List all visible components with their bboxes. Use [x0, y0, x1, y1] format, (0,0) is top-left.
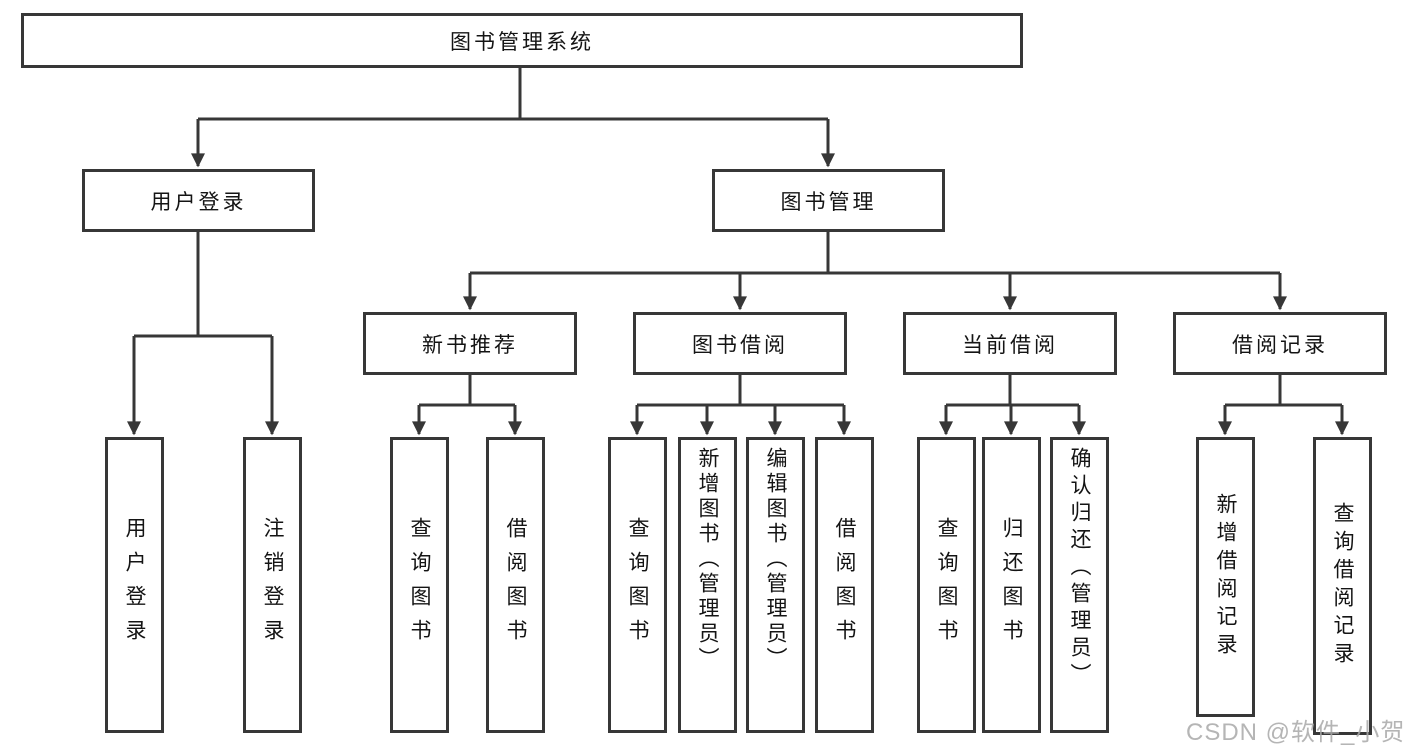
connector-book-borrow-children	[630, 375, 851, 436]
leaf-user-login-label: 用户登录	[123, 517, 146, 653]
leaf-query-books-recommend-label: 查询图书	[408, 517, 431, 653]
connector-root-to-level2	[191, 68, 835, 168]
connector-new-book-children	[412, 375, 522, 436]
node-root-system-label: 图书管理系统	[450, 30, 594, 54]
node-book-borrow: 图书借阅	[633, 312, 847, 375]
leaf-edit-books-admin-label: 编辑图书（管理员）	[764, 447, 787, 672]
node-new-book-recommend-label: 新书推荐	[422, 333, 518, 357]
leaf-logout: 注销登录	[243, 437, 302, 733]
connector-current-borrow-children	[939, 375, 1086, 436]
connector-book-mgmt-to-level3	[463, 232, 1287, 311]
leaf-query-borrow-record-label: 查询借阅记录	[1331, 502, 1354, 670]
connector-borrow-records-children	[1218, 375, 1349, 436]
leaf-edit-books-admin: 编辑图书（管理员）	[746, 437, 805, 733]
connector-user-login-children	[127, 232, 279, 436]
node-user-login-label: 用户登录	[150, 190, 247, 214]
leaf-query-books-borrow-label: 查询图书	[626, 517, 649, 653]
leaf-query-books-borrow: 查询图书	[608, 437, 667, 733]
leaf-add-borrow-record-label: 新增借阅记录	[1214, 493, 1237, 661]
leaf-query-books-recommend: 查询图书	[390, 437, 449, 733]
node-borrow-records-label: 借阅记录	[1232, 333, 1328, 357]
node-book-management-label: 图书管理	[780, 190, 877, 214]
leaf-confirm-return-admin: 确认归还（管理员）	[1050, 437, 1109, 733]
leaf-logout-label: 注销登录	[261, 517, 284, 653]
leaf-user-login: 用户登录	[105, 437, 164, 733]
leaf-return-books-label: 归还图书	[1000, 517, 1023, 653]
node-user-login: 用户登录	[82, 169, 315, 232]
leaf-borrow-books-label: 借阅图书	[833, 517, 856, 653]
node-current-borrow-label: 当前借阅	[962, 333, 1058, 357]
leaf-add-books-admin-label: 新增图书（管理员）	[696, 447, 719, 672]
leaf-borrow-books: 借阅图书	[815, 437, 874, 733]
node-book-management: 图书管理	[712, 169, 945, 232]
leaf-query-books-current: 查询图书	[917, 437, 976, 733]
leaf-return-books: 归还图书	[982, 437, 1041, 733]
leaf-borrow-books-recommend-label: 借阅图书	[504, 517, 527, 653]
leaf-borrow-books-recommend: 借阅图书	[486, 437, 545, 733]
node-root-system: 图书管理系统	[21, 13, 1023, 68]
leaf-confirm-return-admin-label: 确认归还（管理员）	[1068, 447, 1091, 690]
node-borrow-records: 借阅记录	[1173, 312, 1387, 375]
node-current-borrow: 当前借阅	[903, 312, 1117, 375]
node-new-book-recommend: 新书推荐	[363, 312, 577, 375]
node-book-borrow-label: 图书借阅	[692, 333, 788, 357]
leaf-add-books-admin: 新增图书（管理员）	[678, 437, 737, 733]
leaf-add-borrow-record: 新增借阅记录	[1196, 437, 1255, 717]
leaf-query-borrow-record: 查询借阅记录	[1313, 437, 1372, 735]
csdn-watermark: CSDN @软件_小贺同学	[1186, 719, 1405, 746]
leaf-query-books-current-label: 查询图书	[935, 517, 958, 653]
